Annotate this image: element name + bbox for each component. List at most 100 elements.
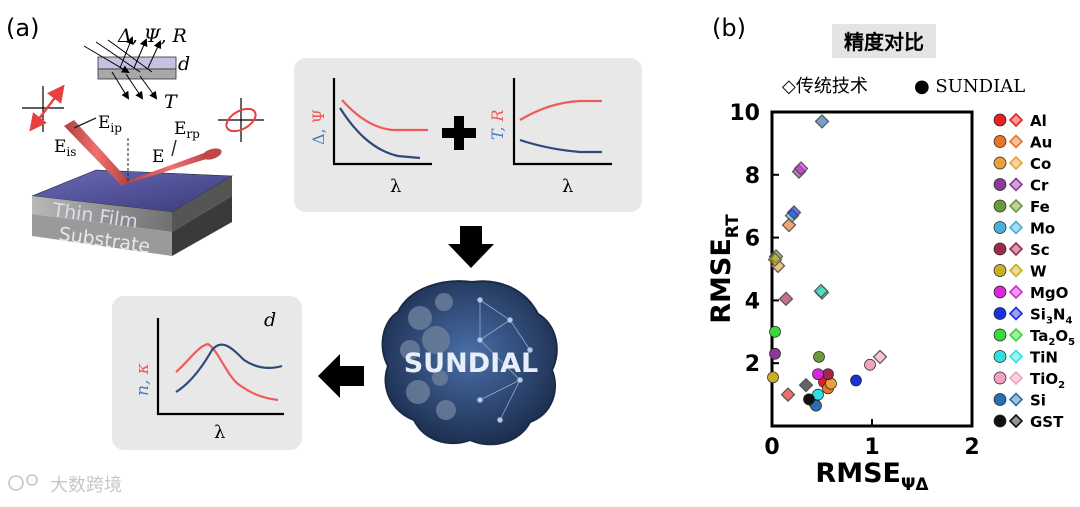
legend-label-fe: Fe	[1030, 198, 1050, 216]
y-tick-label: 4	[745, 289, 760, 314]
legend-label-al: Al	[1030, 112, 1047, 130]
legend-label-cr: Cr	[1030, 177, 1049, 195]
legend-diamond-gst	[1008, 413, 1024, 429]
legend-circle-au	[993, 135, 1007, 148]
data-point-circle-mgo	[812, 368, 824, 381]
data-point-diamond-tio2	[872, 349, 888, 365]
legend-circle-ta2o5	[993, 328, 1007, 342]
panel-b-label: (b)	[712, 14, 746, 42]
input-polarization-icon	[22, 84, 65, 132]
legend-label-co: Co	[1030, 155, 1051, 173]
plot-frame	[770, 110, 974, 428]
legend-label-mgo: MgO	[1030, 284, 1068, 302]
data-point-circle-ta2o5	[769, 325, 781, 338]
legend-diamond-au	[1008, 134, 1024, 149]
y-axis-label: RMSERT	[706, 214, 743, 324]
input-plot-2-ylabel: T, R	[488, 109, 507, 140]
mini-transmission-label: T	[164, 91, 178, 113]
left-arrow	[318, 354, 364, 398]
chart-title: 精度对比	[844, 30, 924, 54]
data-point-diamond-mgo	[793, 161, 809, 176]
data-point-circle-sc	[822, 368, 834, 381]
data-point-circle-w	[767, 371, 779, 384]
legend-circle-mgo	[993, 285, 1007, 299]
legend-label-tio2: TiO2	[1030, 370, 1065, 391]
data-point-diamond-tin	[813, 283, 829, 299]
legend-label-ta2o5: Ta2O5	[1030, 327, 1075, 348]
legend-label-au: Au	[1030, 134, 1052, 152]
mini-film-stack: Δ, Ψ, R d T	[83, 25, 190, 113]
output-data-box	[112, 296, 302, 450]
legend-diamond-ta2o5	[1008, 327, 1024, 343]
legend-circle-si	[993, 393, 1007, 406]
e-rp-label: Erp	[174, 119, 200, 141]
data-point-diamond-w	[767, 252, 783, 267]
output-plot-ylabel: n, κ	[133, 363, 153, 396]
legend-diamond-mo	[1008, 220, 1024, 235]
sundial-model-label: SUNDIAL	[404, 348, 539, 379]
input-plot-1-ylabel: Δ, Ψ	[309, 109, 328, 145]
x-tick-label: 2	[964, 435, 979, 460]
input-plot-2-xlabel: λ	[562, 176, 573, 197]
legend-diamond-al	[1008, 112, 1024, 128]
data-point-diamond-si	[814, 114, 830, 129]
legend-label-sc: Sc	[1030, 241, 1050, 259]
plus-sign	[442, 116, 476, 150]
e-is-label: Eis	[54, 137, 76, 159]
y-tick-label: 8	[745, 164, 760, 189]
legend-label-tin: TiN	[1030, 349, 1058, 367]
legend-hollow-label: ◇传统技术	[782, 76, 868, 97]
legend-circle-sc	[993, 242, 1007, 256]
legend-diamond-sc	[1008, 241, 1024, 257]
y-tick-label: 2	[745, 352, 760, 377]
data-point-diamond-si3n4	[786, 205, 802, 220]
y-tick-label: 10	[729, 101, 760, 126]
legend-circle-tio2	[993, 371, 1007, 385]
data-point-circle-gst	[803, 393, 815, 406]
output-plot-n-kappa: λ d n, κ	[133, 309, 284, 443]
legend-diamond-tio2	[1008, 370, 1024, 386]
legend-label-w: W	[1030, 263, 1047, 281]
down-arrow	[448, 226, 494, 268]
output-plot-xlabel: λ	[214, 422, 225, 443]
legend-diamond-si	[1008, 392, 1024, 407]
data-point-diamond-sc	[778, 291, 794, 307]
mini-measured-label: Δ, Ψ, R	[117, 25, 187, 47]
data-point-circle-cr	[769, 347, 781, 360]
legend-circle-gst	[993, 414, 1007, 428]
data-point-diamond-gst	[798, 377, 814, 393]
legend-diamond-tin	[1008, 349, 1024, 364]
legend-circle-al	[993, 113, 1007, 127]
legend-circle-si3n4	[993, 307, 1007, 320]
legend-label-mo: Mo	[1030, 220, 1055, 238]
sample-slab: Thin Film Substrate	[31, 169, 234, 258]
watermark: 大数跨境	[8, 474, 122, 496]
panel-a-label: (a)	[6, 14, 39, 42]
mini-thickness-label: d	[178, 53, 190, 75]
legend-diamond-w	[1008, 263, 1024, 278]
legend-circle-tin	[993, 350, 1007, 363]
legend-diamond-si3n4	[1008, 306, 1024, 321]
e-rs-label: E	[152, 147, 164, 167]
input-plot-t-r: λ T, R	[488, 78, 612, 197]
legend-circle-mo	[993, 221, 1007, 234]
legend-circle-w	[993, 264, 1007, 277]
legend-label-si: Si	[1030, 392, 1046, 410]
output-plot-corner-label: d	[264, 309, 276, 331]
data-point-diamond-al	[780, 387, 796, 402]
data-point-circle-fe	[813, 351, 825, 363]
input-plot-delta-psi: λ Δ, Ψ	[309, 78, 432, 197]
watermark-text: 大数跨境	[50, 475, 122, 496]
legend-label-gst: GST	[1030, 413, 1064, 431]
legend-diamond-fe	[1008, 198, 1024, 214]
legend-diamond-cr	[1008, 177, 1024, 192]
x-tick-label: 0	[764, 435, 779, 460]
legend-filled-label: ● SUNDIAL	[914, 76, 1025, 97]
legend-circle-co	[993, 156, 1007, 170]
input-plot-1-xlabel: λ	[390, 176, 401, 197]
legend-circle-cr	[993, 178, 1007, 191]
legend-label-si3n4: Si3N4	[1030, 306, 1072, 327]
